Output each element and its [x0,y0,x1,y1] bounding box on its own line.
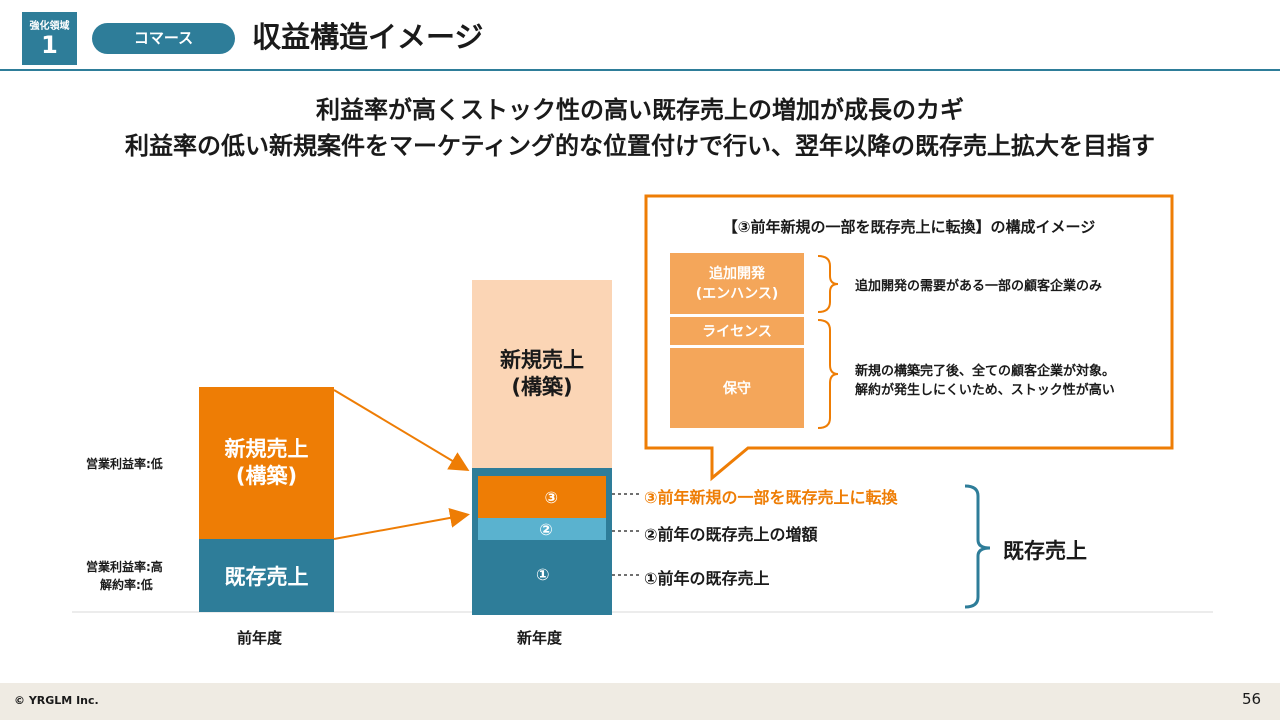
existing-bracket [964,484,991,609]
marker-2: ② [539,519,553,539]
lead-line-2: 利益率の低い新規案件をマーケティング的な位置付けで行い、翌年以降の既存売上拡大を… [124,132,1156,160]
bracket-label-existing: 既存売上 [1003,539,1087,563]
churn-low-label: 解約率:低 [100,578,153,592]
new-year-new-sales-line1: 新規売上 [500,348,584,372]
marker-3: ③ [544,487,558,507]
margin-high-label: 営業利益率:高 [86,560,163,574]
header-divider [0,69,1280,71]
callout-note-1: 追加開発の需要がある一部の顧客企業のみ [855,279,1103,294]
callout-box-enhance: 追加開発 (エンハンス) [670,253,804,314]
prev-year-axis-label: 前年度 [237,629,283,647]
prev-new-sales-block: 新規売上 (構築) [199,387,334,539]
callout-title: 【③前年新規の一部を既存売上に転換】の構成イメージ [722,218,1096,236]
segment-3: ③ [478,476,606,518]
callout-license-label: ライセンス [702,324,772,340]
page-number: 56 [1242,690,1262,708]
prev-new-sales-line1: 新規売上 [224,437,309,461]
badge-label: 強化領域 [29,21,70,32]
lead-line-1: 利益率が高くストック性の高い既存売上の増加が成長のカギ [316,96,964,124]
callout-note-2-line1: 新規の構築完了後、全ての顧客企業が対象。 [855,364,1116,379]
domain-badge: 強化領域 1 [22,12,77,65]
margin-low-label: 営業利益率:低 [86,457,163,471]
annotation-1: ①前年の既存売上 [644,569,770,588]
callout-enhance-line1: 追加開発 [709,265,765,282]
prev-existing-sales-label: 既存売上 [224,564,309,589]
annotation-2: ②前年の既存売上の増額 [644,525,818,544]
arrow-existing-to-stack [333,508,470,540]
arrow-new-to-stack [333,389,470,472]
footer-bar [0,683,1280,720]
callout-enhance-line2: (エンハンス) [695,285,779,302]
badge-number: 1 [41,31,58,59]
new-year-new-sales-block: 新規売上 (構築) [472,280,612,468]
page-title: 収益構造イメージ [252,20,484,54]
copyright: © YRGLM Inc. [14,694,99,707]
brace-stock [817,319,839,429]
prev-existing-sales-block: 既存売上 [199,539,334,612]
category-pill: コマース [92,23,235,54]
callout-note-2-line2: 解約が発生しにくいため、ストック性が高い [855,383,1115,398]
new-year-new-sales-line2: (構築) [511,375,573,399]
segment-2: ② [478,518,606,540]
prev-new-sales-line2: (構築) [235,464,298,488]
brace-dev [817,255,839,313]
callout-box-maintenance: 保守 [670,348,804,428]
callout-maintenance-label: 保守 [723,381,751,397]
annotation-3: ③前年新規の一部を既存売上に転換 [644,488,898,507]
new-year-axis-label: 新年度 [517,629,563,647]
marker-1: ① [536,565,550,584]
callout-box-license: ライセンス [670,317,804,345]
